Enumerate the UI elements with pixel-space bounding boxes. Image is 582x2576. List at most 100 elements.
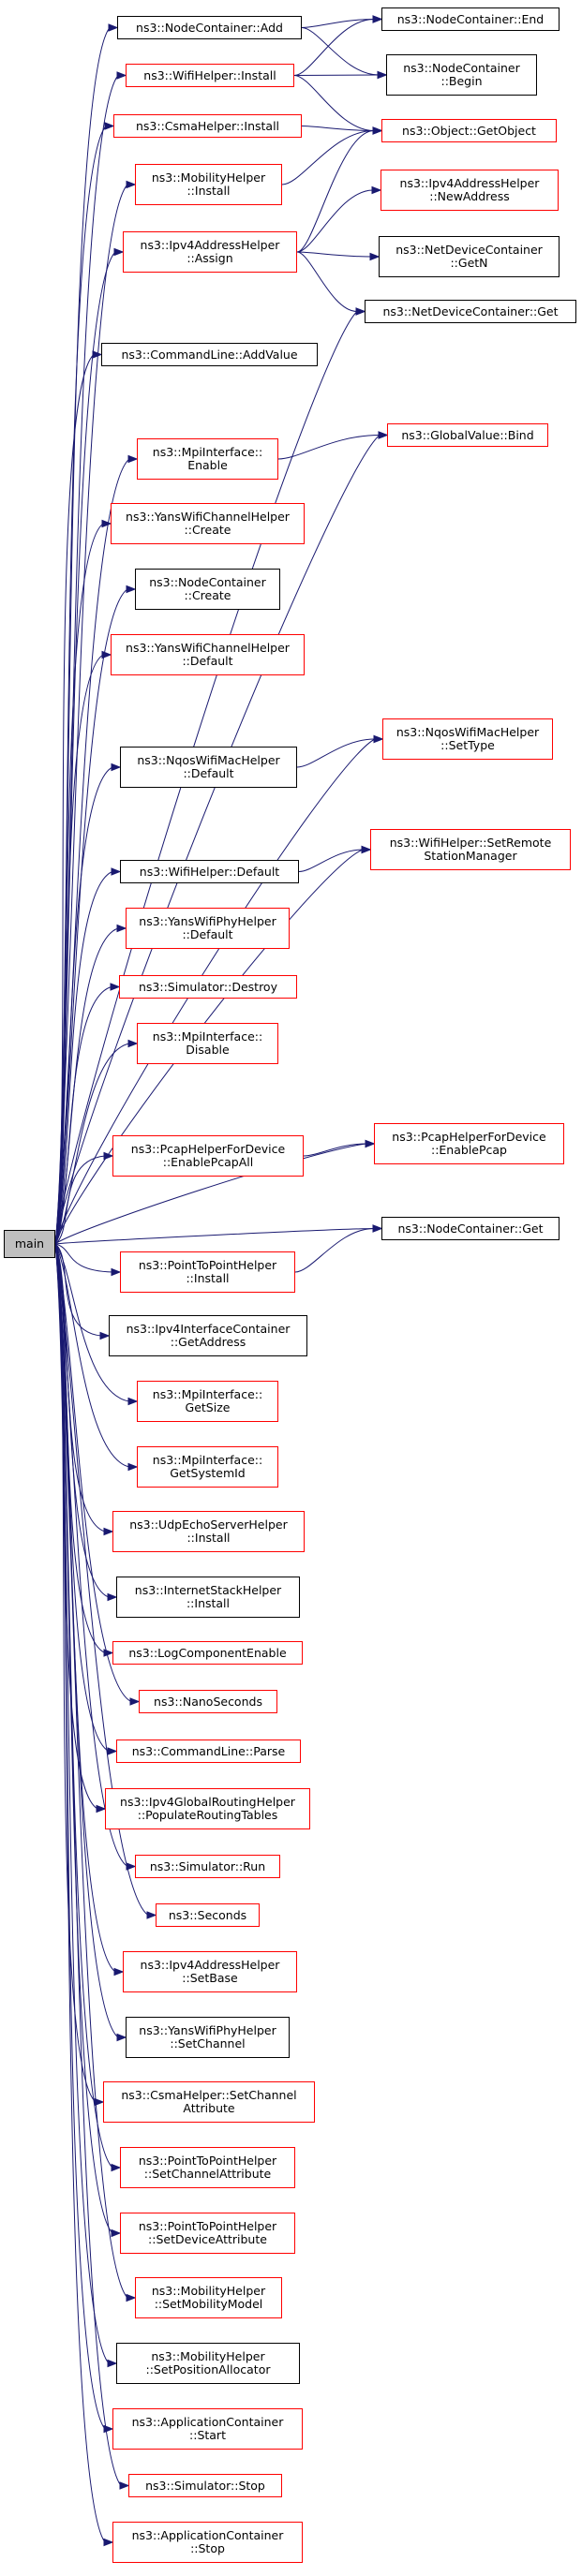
graph-node-csma-setchattr[interactable]: ns3::CsmaHelper::SetChannel Attribute (103, 2081, 315, 2123)
graph-node-nqos-default[interactable]: ns3::NqosWifiMacHelper ::Default (120, 747, 297, 788)
graph-node-ndc-get[interactable]: ns3::NetDeviceContainer::Get (365, 300, 576, 323)
graph-node-wifi-setremote[interactable]: ns3::WifiHelper::SetRemote StationManage… (370, 829, 571, 870)
graph-node-inet-install[interactable]: ns3::InternetStackHelper ::Install (116, 1577, 300, 1618)
graph-node-wifi-install[interactable]: ns3::WifiHelper::Install (126, 64, 294, 87)
call-edge-arrowhead (99, 1331, 111, 1340)
call-edge-arrowhead (127, 1039, 139, 1048)
call-edge (296, 130, 375, 253)
graph-node-p2p-setchattr[interactable]: ns3::PointToPointHelper ::SetChannelAttr… (120, 2147, 295, 2188)
call-edge (296, 251, 358, 312)
graph-node-nc-end[interactable]: ns3::NodeContainer::End (381, 7, 560, 31)
graph-node-ipv4-setbase[interactable]: ns3::Ipv4AddressHelper ::SetBase (123, 1951, 297, 1992)
graph-node-wifi-default[interactable]: ns3::WifiHelper::Default (120, 860, 299, 883)
call-edge-arrowhead (103, 1649, 114, 1657)
call-edge (54, 1155, 106, 1245)
call-edge (54, 766, 113, 1245)
graph-node-mpi-disable[interactable]: ns3::MpiInterface:: Disable (137, 1023, 278, 1064)
graph-node-sim-stop[interactable]: ns3::Simulator::Stop (128, 2474, 282, 2497)
call-edge (54, 1243, 122, 2486)
graph-node-nanoseconds[interactable]: ns3::NanoSeconds (139, 1690, 277, 1713)
graph-node-mpi-getsysid[interactable]: ns3::MpiInterface:: GetSystemId (137, 1446, 278, 1488)
graph-node-cmd-parse[interactable]: ns3::CommandLine::Parse (116, 1740, 301, 1763)
graph-node-gv-bind[interactable]: ns3::GlobalValue::Bind (387, 423, 548, 447)
call-edge-arrowhead (127, 1462, 139, 1472)
graph-node-yans-phy-default[interactable]: ns3::YansWifiPhyHelper ::Default (126, 908, 290, 949)
graph-node-app-start[interactable]: ns3::ApplicationContainer ::Start (112, 2408, 303, 2450)
call-edge-arrowhead (111, 867, 122, 876)
call-edge-arrowhead (103, 2538, 114, 2547)
call-edge (294, 1228, 375, 1273)
graph-node-p2p-install[interactable]: ns3::PointToPointHelper ::Install (120, 1251, 295, 1293)
call-edge-arrowhead (107, 2359, 118, 2368)
call-edge-arrowhead (372, 1224, 383, 1233)
call-edge (54, 1243, 113, 1273)
graph-node-mpi-enable[interactable]: ns3::MpiInterface:: Enable (137, 438, 278, 480)
graph-node-ipv4-assign[interactable]: ns3::Ipv4AddressHelper ::Assign (123, 231, 297, 273)
call-edge (54, 986, 112, 1245)
call-edge-arrowhead (361, 845, 372, 854)
call-edge (54, 311, 358, 1245)
call-edge-arrowhead (373, 734, 384, 744)
call-edge (54, 871, 113, 1245)
graph-node-yans-ch-create[interactable]: ns3::YansWifiChannelHelper ::Create (111, 503, 305, 544)
graph-node-mpi-getsize[interactable]: ns3::MpiInterface:: GetSize (137, 1381, 278, 1422)
call-edge (54, 126, 107, 1245)
root-node-main[interactable]: main (4, 1230, 55, 1258)
call-edge-arrowhead (127, 1397, 139, 1406)
call-edge (54, 1243, 106, 2543)
graph-node-yans-phy-setchannel[interactable]: ns3::YansWifiPhyHelper ::SetChannel (126, 2017, 290, 2058)
call-edge (54, 1243, 102, 1337)
call-edge-arrowhead (111, 2163, 122, 2172)
graph-node-csma-install[interactable]: ns3::CsmaHelper::Install (113, 114, 302, 138)
graph-node-nc-begin[interactable]: ns3::NodeContainer ::Begin (386, 54, 537, 96)
graph-node-sim-run[interactable]: ns3::Simulator::Run (135, 1855, 280, 1878)
call-edge-arrowhead (116, 71, 127, 80)
graph-node-ipv4-newaddress[interactable]: ns3::Ipv4AddressHelper ::NewAddress (381, 170, 559, 211)
call-edge-arrowhead (113, 247, 125, 257)
graph-node-pcap-enable[interactable]: ns3::PcapHelperForDevice ::EnablePcap (374, 1123, 564, 1164)
call-edge-arrowhead (126, 1862, 137, 1871)
call-edge-arrowhead (108, 23, 119, 32)
graph-node-seconds[interactable]: ns3::Seconds (156, 1903, 260, 1927)
graph-node-app-stop[interactable]: ns3::ApplicationContainer ::Stop (112, 2522, 303, 2563)
graph-node-log-enable[interactable]: ns3::LogComponentEnable (112, 1641, 303, 1665)
call-edge-arrowhead (101, 650, 112, 659)
graph-node-ipv4ic-getaddr[interactable]: ns3::Ipv4InterfaceContainer ::GetAddress (109, 1315, 307, 1356)
call-edge-arrowhead (378, 431, 389, 439)
graph-node-mob-setposalloc[interactable]: ns3::MobilityHelper ::SetPositionAllocat… (116, 2343, 300, 2384)
call-edge-arrowhead (107, 1592, 118, 1602)
graph-node-obj-getobject[interactable]: ns3::Object::GetObject (381, 119, 557, 142)
graph-node-nc-get[interactable]: ns3::NodeContainer::Get (381, 1217, 560, 1240)
call-edge (296, 738, 376, 768)
graph-node-udp-server-install[interactable]: ns3::UdpEchoServerHelper ::Install (112, 1511, 305, 1552)
graph-node-p2p-setdevattr[interactable]: ns3::PointToPointHelper ::SetDeviceAttri… (120, 2213, 295, 2254)
call-edge-arrowhead (371, 185, 382, 195)
call-edge (296, 251, 372, 258)
call-edge-arrowhead (126, 585, 137, 594)
graph-node-sim-destroy[interactable]: ns3::Simulator::Destroy (119, 975, 297, 999)
call-edge-arrowhead (116, 924, 127, 933)
graph-node-nc-create[interactable]: ns3::NodeContainer ::Create (135, 569, 280, 610)
call-edge-arrowhead (365, 1139, 376, 1148)
graph-node-nc-add[interactable]: ns3::NodeContainer::Add (117, 16, 302, 39)
graph-node-pcap-enableall[interactable]: ns3::PcapHelperForDevice ::EnablePcapAll (112, 1135, 304, 1177)
graph-node-ndc-getn[interactable]: ns3::NetDeviceContainer ::GetN (379, 236, 560, 277)
call-edge-arrowhead (116, 2033, 127, 2042)
graph-node-cmd-addvalue[interactable]: ns3::CommandLine::AddValue (101, 343, 318, 366)
call-edge (54, 588, 128, 1245)
call-edge-arrowhead (111, 762, 122, 772)
call-edge-arrowhead (377, 70, 388, 80)
graph-node-nqos-settype[interactable]: ns3::NqosWifiMacHelper ::SetType (382, 718, 553, 760)
call-edge (303, 1143, 367, 1157)
call-edge-arrowhead (94, 2097, 105, 2107)
graph-node-mob-setmodel[interactable]: ns3::MobilityHelper ::SetMobilityModel (135, 2277, 282, 2318)
graph-node-ipv4-populate[interactable]: ns3::Ipv4GlobalRoutingHelper ::PopulateR… (105, 1788, 310, 1829)
call-edge (54, 1043, 130, 1245)
call-edge (54, 435, 381, 1245)
graph-node-mob-install[interactable]: ns3::MobilityHelper ::Install (135, 164, 282, 205)
graph-node-yans-ch-default[interactable]: ns3::YansWifiChannelHelper ::Default (111, 634, 305, 675)
call-edge-arrowhead (146, 1911, 157, 1919)
call-edge (277, 435, 381, 460)
